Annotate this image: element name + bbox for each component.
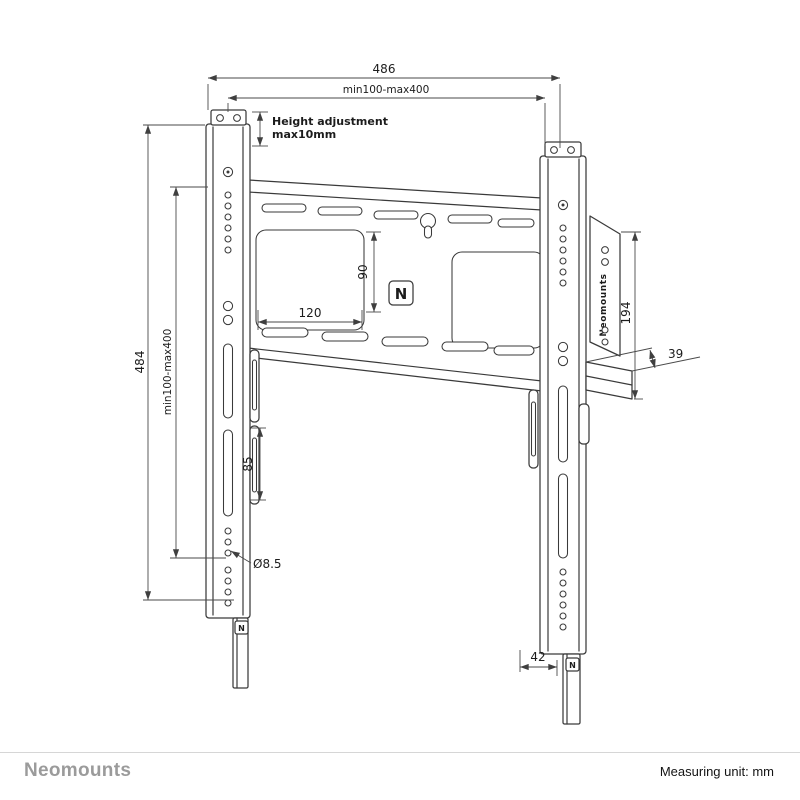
dim-cutout-height: 90 [356, 264, 370, 279]
right-strip-logo-n: N [569, 661, 576, 670]
dim-hole-diameter: Ø8.5 [253, 557, 282, 571]
left-extension-strip: N [232, 617, 249, 689]
dim-side-height: 194 [619, 302, 633, 325]
dim-width-total: 486 [373, 62, 396, 76]
left-cutout [255, 229, 365, 331]
center-logo-n: N [395, 285, 408, 303]
plate-right-protrusion [585, 361, 633, 400]
right-side-flange: Neomounts [578, 215, 621, 445]
left-strip-logo-n: N [238, 624, 245, 633]
dimension-annotations: 486 min100-max400 Height adjustment max1… [133, 62, 701, 676]
footer-divider [0, 752, 800, 753]
measuring-unit-label: Measuring unit: mm [659, 764, 774, 779]
dim-vesa-height-range: min100-max400 [162, 329, 174, 416]
keyhole-icon [419, 212, 437, 239]
side-brand-vertical: Neomounts [599, 273, 609, 336]
right-bracket [528, 141, 587, 655]
dim-cutout-width: 120 [299, 306, 322, 320]
note-height-adjustment-value: max10mm [272, 128, 336, 141]
dim-height-total: 484 [133, 351, 147, 374]
note-height-adjustment: Height adjustment [272, 115, 388, 128]
wall-plate: N [247, 179, 545, 392]
right-cutout [451, 251, 545, 349]
dim-bottom-width: 42 [530, 650, 545, 664]
brand-logo: Neomounts [24, 760, 132, 781]
dim-wall-distance: 39 [668, 347, 683, 361]
dim-slot-length: 85 [241, 456, 255, 471]
left-bracket [205, 109, 260, 619]
dim-vesa-width-range: min100-max400 [343, 84, 430, 96]
neomounts-logo-badge: N [388, 280, 414, 306]
right-extension-strip: N [562, 653, 581, 725]
